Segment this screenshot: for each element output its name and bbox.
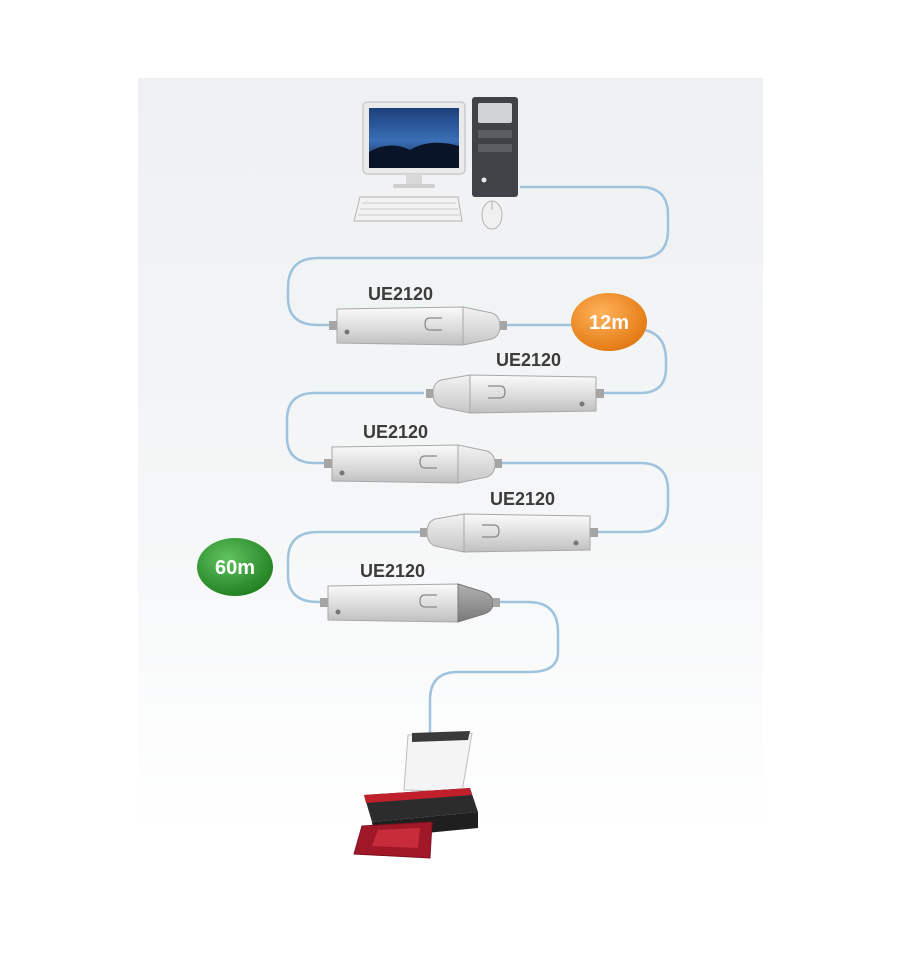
distance-badge-12m-label: 12m bbox=[589, 312, 629, 334]
pc-tower-icon bbox=[472, 97, 518, 197]
device-label-3: UE2120 bbox=[363, 422, 428, 442]
keyboard-icon bbox=[353, 196, 463, 222]
usb-extender-2 bbox=[426, 374, 604, 414]
distance-badge-12m: 12m bbox=[571, 293, 647, 351]
mouse-icon bbox=[481, 200, 503, 230]
usb-extender-5 bbox=[320, 583, 500, 623]
usb-extender-3 bbox=[324, 444, 502, 484]
device-label-1: UE2120 bbox=[368, 284, 433, 304]
usb-extender-4 bbox=[420, 513, 598, 553]
usb-extender-1 bbox=[329, 306, 507, 346]
device-label-5: UE2120 bbox=[360, 561, 425, 581]
computer-monitor-icon bbox=[362, 101, 466, 188]
printer-icon bbox=[353, 731, 478, 859]
distance-badge-60m-label: 60m bbox=[215, 557, 255, 579]
distance-badge-60m: 60m bbox=[197, 538, 273, 596]
device-label-2: UE2120 bbox=[496, 350, 561, 370]
cable-path bbox=[285, 185, 670, 735]
device-label-4: UE2120 bbox=[490, 489, 555, 509]
